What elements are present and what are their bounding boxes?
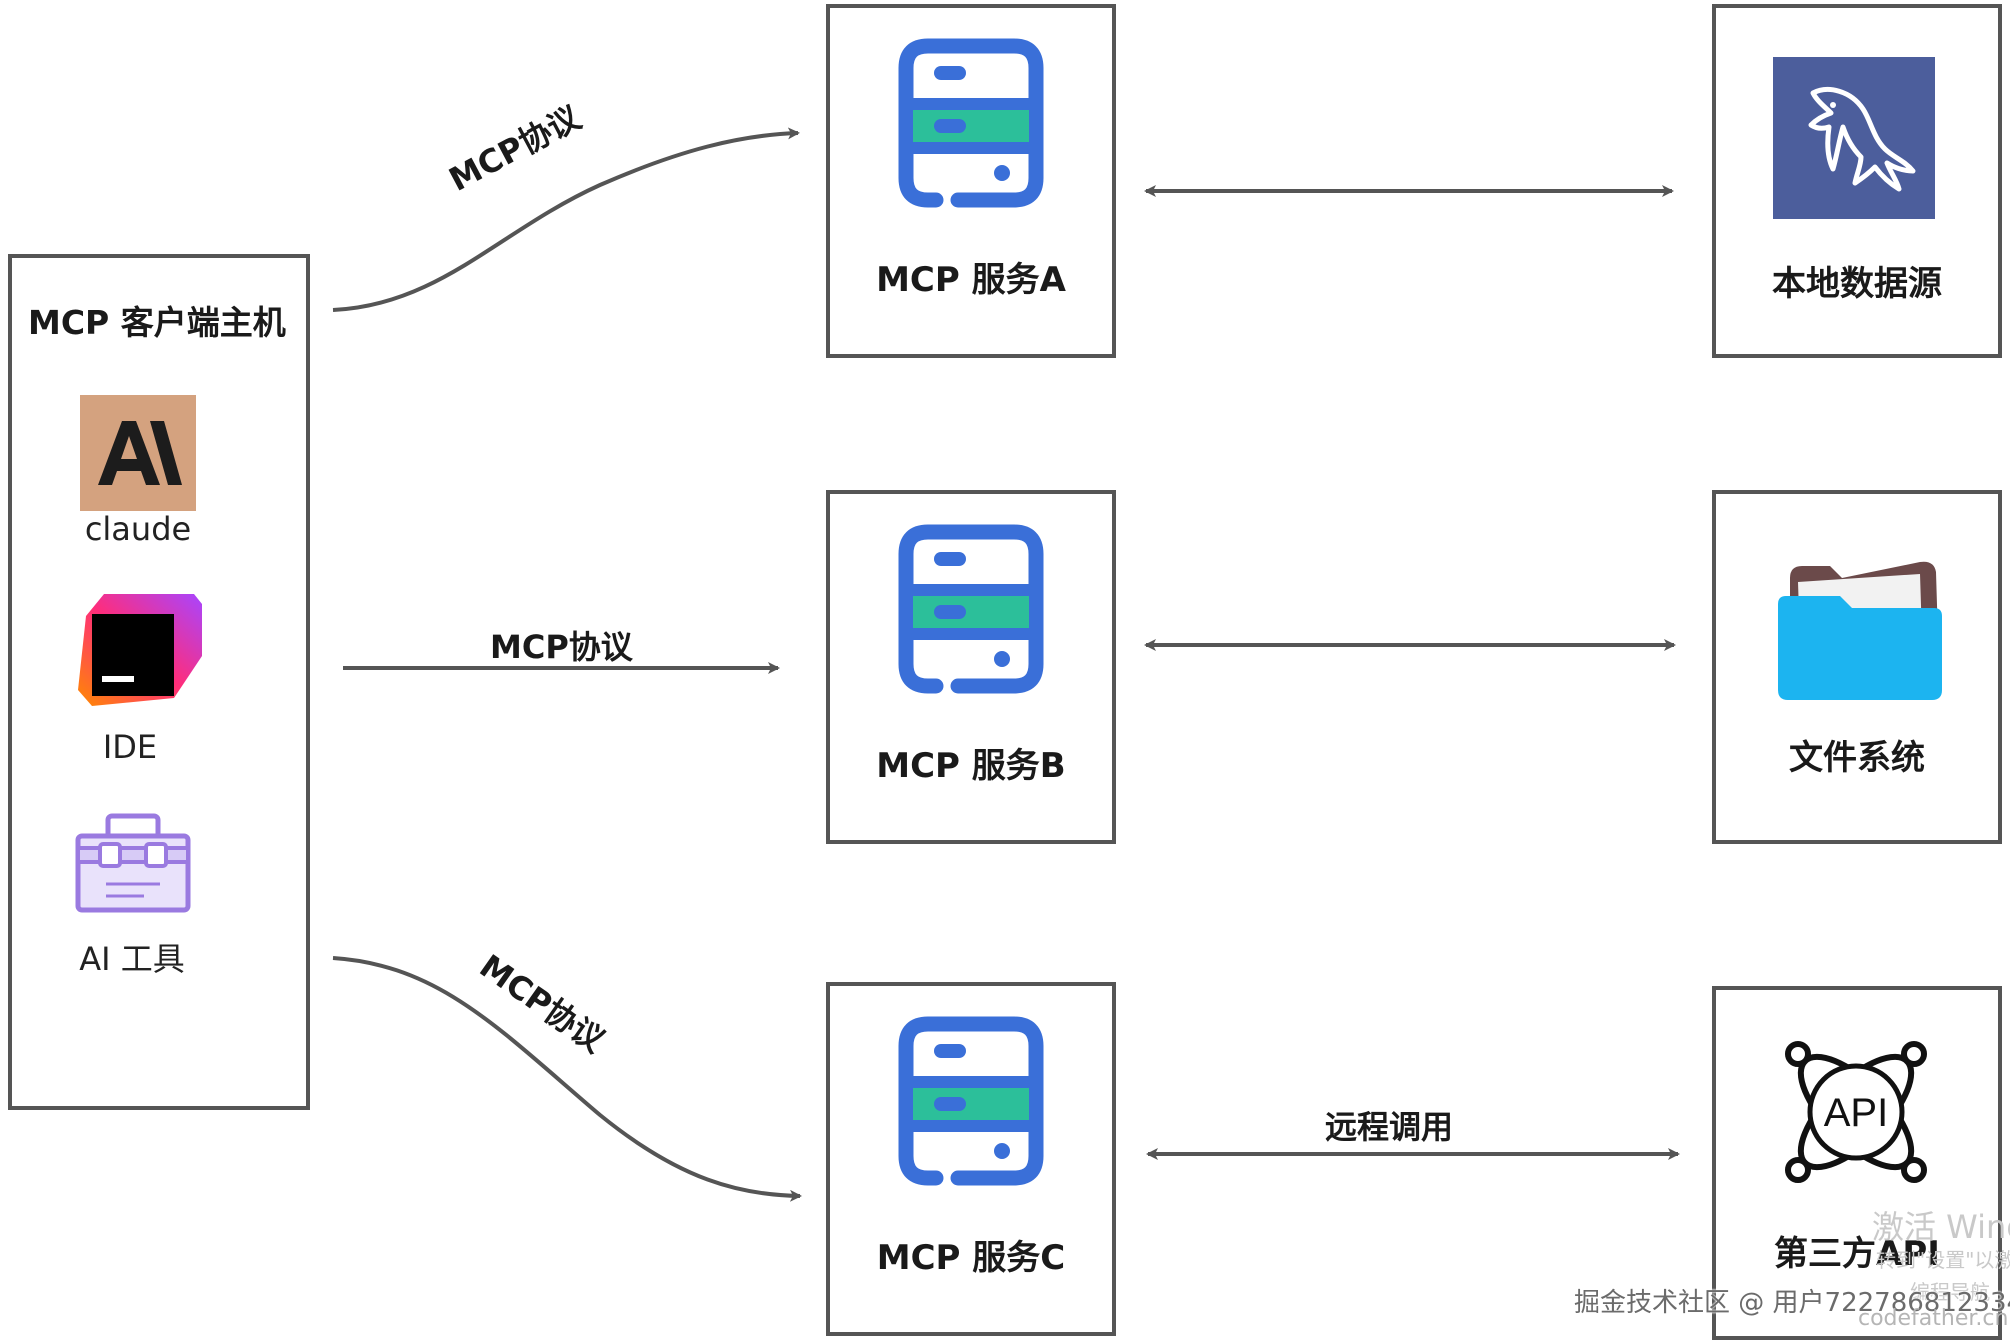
api-box: [1712, 986, 2002, 1340]
claude-logo-icon: [80, 395, 196, 511]
server-b-box: [826, 490, 1116, 844]
folder-icon: [1770, 558, 1946, 704]
server-b-icon: [898, 524, 1044, 696]
server-c-box: [826, 982, 1116, 1336]
arrow-client-to-server-a: [332, 127, 800, 312]
server-b-label: MCP 服务B: [876, 746, 1066, 786]
juejin-credit-watermark: 掘金技术社区 @ 用户7227868123344: [1574, 1288, 2010, 1318]
client-item-ai-tools-label: AI 工具: [79, 940, 185, 978]
api-icon-text: API: [1824, 1091, 1888, 1135]
server-a-label: MCP 服务A: [876, 260, 1066, 300]
api-icon: API: [1780, 1036, 1932, 1188]
arrow-client-to-server-c: [332, 956, 802, 1202]
server-c-icon: [898, 1016, 1044, 1188]
remote-call-label: 远程调用: [1325, 1108, 1454, 1146]
jetbrains-ide-icon: [74, 586, 204, 712]
filesystem-label: 文件系统: [1789, 738, 1925, 778]
api-label: 第三方API: [1774, 1234, 1940, 1274]
mysql-dolphin-icon: [1773, 57, 1935, 219]
server-a-box: [826, 4, 1116, 358]
server-c-label: MCP 服务C: [876, 1238, 1066, 1278]
client-item-ide-label: IDE: [102, 728, 158, 766]
protocol-label-b: MCP协议: [490, 628, 633, 666]
datasource-label: 本地数据源: [1772, 264, 1942, 304]
activate-windows-line2: 转到"设置"以激: [1876, 1248, 2010, 1272]
server-a-icon: [898, 38, 1044, 210]
activate-windows-line1: 激活 Wind: [1872, 1208, 2010, 1246]
codefather-watermark: codefather.cn: [1858, 1306, 2009, 1331]
client-item-claude-label: claude: [84, 510, 192, 548]
client-host-title: MCP 客户端主机: [28, 303, 286, 342]
nav-hint: 编程导航: [1910, 1280, 1990, 1304]
toolbox-icon: [74, 812, 192, 914]
